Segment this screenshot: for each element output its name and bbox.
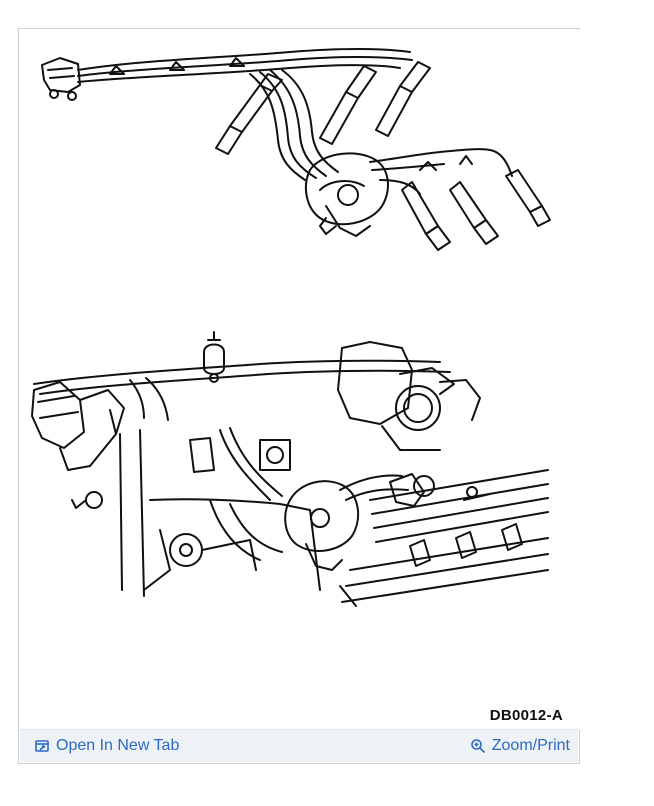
open-new-tab-label: Open In New Tab [56, 737, 180, 754]
line-drawing [31, 48, 551, 607]
zoom-print-link[interactable]: Zoom/Print [470, 737, 570, 755]
zoom-print-label: Zoom/Print [491, 737, 570, 754]
diagram-card: DB0012-A Open In New Tab Zoom/Print [18, 28, 580, 764]
zoom-icon [470, 738, 486, 754]
image-action-bar: Open In New Tab Zoom/Print [20, 729, 578, 762]
engine-assembly-drawing [31, 331, 549, 607]
figure-code-label: DB0012-A [489, 707, 563, 724]
wire-harness-drawing [41, 48, 551, 251]
open-new-tab-link[interactable]: Open In New Tab [34, 737, 179, 755]
open-new-tab-icon [34, 738, 50, 754]
engine-ignition-diagram [20, 30, 580, 730]
